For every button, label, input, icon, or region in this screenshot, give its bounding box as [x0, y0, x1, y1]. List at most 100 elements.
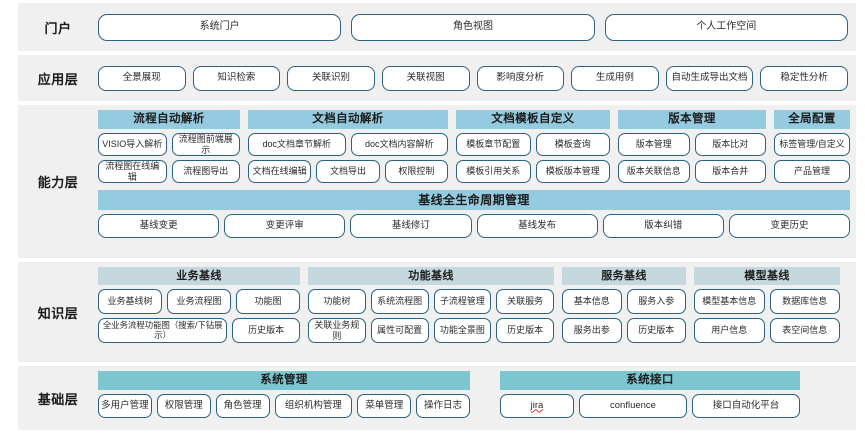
knowledge-group-header-3: 模型基线: [694, 267, 840, 285]
capability-group-0-row-1: 流程图在线编辑流程图导出: [98, 160, 240, 183]
application-item-2[interactable]: 关联识别: [287, 65, 375, 91]
knowledge-group-2-row-1: 服务出参历史版本: [562, 318, 686, 343]
application-layer-body: 全景展现知识检索关联识别关联视图影响度分析生成用例自动生成导出文档稳定性分析: [98, 55, 856, 101]
foundation-item-0-4[interactable]: 菜单管理: [357, 394, 412, 418]
knowledge-group-3-row-0: 模型基本信息数据库信息: [694, 289, 840, 314]
knowledge-item-2-0-1[interactable]: 服务入参: [626, 289, 686, 314]
application-item-1[interactable]: 知识检索: [192, 65, 281, 91]
knowledge-item-1-0-0[interactable]: 功能树: [308, 289, 366, 314]
portal-item-0[interactable]: 系统门户: [98, 13, 342, 41]
capability-item-2-0-1[interactable]: 模板查询: [535, 133, 610, 156]
lifecycle-item-2[interactable]: 基线修订: [350, 214, 472, 238]
capability-item-4-0-0[interactable]: 标签管理/自定义: [774, 133, 850, 156]
foundation-group-header-1: 系统接口: [500, 371, 800, 390]
knowledge-item-3-1-0[interactable]: 用户信息: [694, 318, 765, 343]
application-item-3[interactable]: 关联视图: [381, 65, 470, 91]
capability-group-3-row-1: 版本关联信息版本合并: [618, 160, 766, 183]
capability-group-header-2: 文档模板自定义: [456, 110, 610, 129]
capability-item-2-1-0[interactable]: 模板引用关系: [456, 160, 531, 183]
knowledge-item-3-0-0[interactable]: 模型基本信息: [694, 289, 765, 314]
capability-item-2-1-1[interactable]: 模板版本管理: [535, 160, 610, 183]
baseline-lifecycle-group: 基线全生命周期管理 基线变更变更评审基线修订基线发布版本纠错变更历史: [98, 190, 851, 238]
knowledge-item-1-1-0[interactable]: 关联业务规则: [308, 318, 366, 343]
capability-item-1-1-2[interactable]: 权限控制: [384, 160, 448, 183]
capability-item-0-0-1[interactable]: 流程图前端展示: [171, 133, 240, 156]
lifecycle-item-5[interactable]: 变更历史: [728, 214, 851, 238]
application-item-4[interactable]: 影响度分析: [476, 65, 565, 91]
knowledge-item-3-0-1[interactable]: 数据库信息: [769, 289, 840, 314]
capability-group-header-1: 文档自动解析: [248, 110, 448, 129]
knowledge-item-2-1-0[interactable]: 服务出参: [562, 318, 622, 343]
capability-item-3-0-1[interactable]: 版本比对: [694, 133, 766, 156]
application-item-0[interactable]: 全景展现: [98, 65, 186, 91]
lifecycle-item-0[interactable]: 基线变更: [98, 214, 220, 238]
knowledge-item-0-1-0[interactable]: 全业务流程功能图（搜索/下钻展示）: [98, 318, 228, 343]
portal-item-2[interactable]: 个人工作空间: [604, 13, 848, 41]
capability-item-4-1-0[interactable]: 产品管理: [774, 160, 850, 183]
capability-group-2-row-0: 模板章节配置模板查询: [456, 133, 610, 156]
portal-layer-body: 系统门户角色视图个人工作空间: [98, 3, 856, 51]
capability-item-2-0-0[interactable]: 模板章节配置: [456, 133, 531, 156]
capability-group-0-row-0: VISIO导入解析流程图前端展示: [98, 133, 240, 156]
foundation-item-0-2[interactable]: 角色管理: [215, 394, 270, 418]
foundation-item-1-1[interactable]: confluence: [579, 394, 687, 418]
application-item-6[interactable]: 自动生成导出文档: [665, 65, 754, 91]
capability-group-2: 文档模板自定义模板章节配置模板查询模板引用关系模板版本管理: [456, 110, 610, 183]
knowledge-item-2-1-1[interactable]: 历史版本: [626, 318, 686, 343]
lifecycle-item-1[interactable]: 变更评审: [224, 214, 346, 238]
knowledge-item-1-1-2[interactable]: 功能全景图: [433, 318, 492, 343]
lifecycle-item-4[interactable]: 版本纠错: [602, 214, 724, 238]
knowledge-item-1-1-1[interactable]: 属性可配置: [370, 318, 429, 343]
application-item-5[interactable]: 生成用例: [571, 65, 659, 91]
knowledge-item-0-0-0[interactable]: 业务基线树: [98, 289, 162, 314]
foundation-item-0-0[interactable]: 多用户管理: [98, 394, 152, 418]
knowledge-group-2-row-0: 基本信息服务入参: [562, 289, 686, 314]
knowledge-group-1-row-0: 功能树系统流程图子流程管理关联服务: [308, 289, 554, 314]
capability-group-3-row-0: 版本管理版本比对: [618, 133, 766, 156]
lifecycle-item-3[interactable]: 基线发布: [476, 214, 598, 238]
knowledge-group-0-row-0: 业务基线树业务流程图功能图: [98, 289, 300, 314]
capability-item-1-1-1[interactable]: 文档导出: [316, 160, 380, 183]
capability-item-3-1-1[interactable]: 版本合并: [694, 160, 766, 183]
knowledge-item-3-1-1[interactable]: 表空间信息: [769, 318, 840, 343]
knowledge-item-1-1-3[interactable]: 历史版本: [496, 318, 554, 343]
knowledge-item-2-0-0[interactable]: 基本信息: [562, 289, 622, 314]
baseline-lifecycle-items: 基线变更变更评审基线修订基线发布版本纠错变更历史: [98, 214, 851, 238]
knowledge-item-1-0-3[interactable]: 关联服务: [496, 289, 554, 314]
foundation-item-0-3[interactable]: 组织机构管理: [274, 394, 353, 418]
foundation-item-0-5[interactable]: 操作日志: [416, 394, 470, 418]
foundation-item-0-1[interactable]: 权限管理: [156, 394, 211, 418]
knowledge-group-2: 服务基线基本信息服务入参服务出参历史版本: [562, 267, 686, 357]
foundation-item-1-2[interactable]: 接口自动化平台: [692, 394, 800, 418]
knowledge-layer-label: 知识层: [37, 305, 79, 321]
capability-item-1-0-0[interactable]: doc文档章节解析: [248, 133, 346, 156]
capability-item-0-0-0[interactable]: VISIO导入解析: [98, 133, 167, 156]
capability-item-0-1-1[interactable]: 流程图导出: [171, 160, 240, 183]
capability-item-3-0-0[interactable]: 版本管理: [618, 133, 690, 156]
knowledge-item-1-0-2[interactable]: 子流程管理: [433, 289, 492, 314]
knowledge-item-0-0-2[interactable]: 功能图: [236, 289, 300, 314]
application-item-7[interactable]: 稳定性分析: [760, 65, 848, 91]
portal-item-1[interactable]: 角色视图: [351, 13, 595, 41]
knowledge-layer-body: 业务基线业务基线树业务流程图功能图全业务流程功能图（搜索/下钻展示）历史版本功能…: [98, 262, 856, 362]
knowledge-group-header-2: 服务基线: [562, 267, 686, 285]
capability-layer-label: 能力层: [37, 175, 79, 190]
capability-item-1-0-1[interactable]: doc文档内容解析: [350, 133, 448, 156]
knowledge-group-1-row-1: 关联业务规则属性可配置功能全景图历史版本: [308, 318, 554, 343]
capability-item-1-1-0[interactable]: 文档在线编辑: [248, 160, 312, 183]
knowledge-item-0-1-1[interactable]: 历史版本: [232, 318, 300, 343]
knowledge-group-3: 模型基线模型基本信息数据库信息用户信息表空间信息: [694, 267, 840, 357]
application-layer-label: 应用层: [37, 71, 79, 87]
capability-item-0-1-0[interactable]: 流程图在线编辑: [98, 160, 167, 183]
baseline-lifecycle-header: 基线全生命周期管理: [98, 190, 850, 210]
knowledge-item-0-0-1[interactable]: 业务流程图: [167, 289, 231, 314]
knowledge-item-1-0-1[interactable]: 系统流程图: [370, 289, 429, 314]
foundation-item-1-0[interactable]: jira: [500, 394, 574, 418]
capability-item-3-1-0[interactable]: 版本关联信息: [618, 160, 690, 183]
knowledge-group-header-1: 功能基线: [308, 267, 554, 285]
foundation-group-0-items: 多用户管理权限管理角色管理组织机构管理菜单管理操作日志: [98, 394, 470, 418]
